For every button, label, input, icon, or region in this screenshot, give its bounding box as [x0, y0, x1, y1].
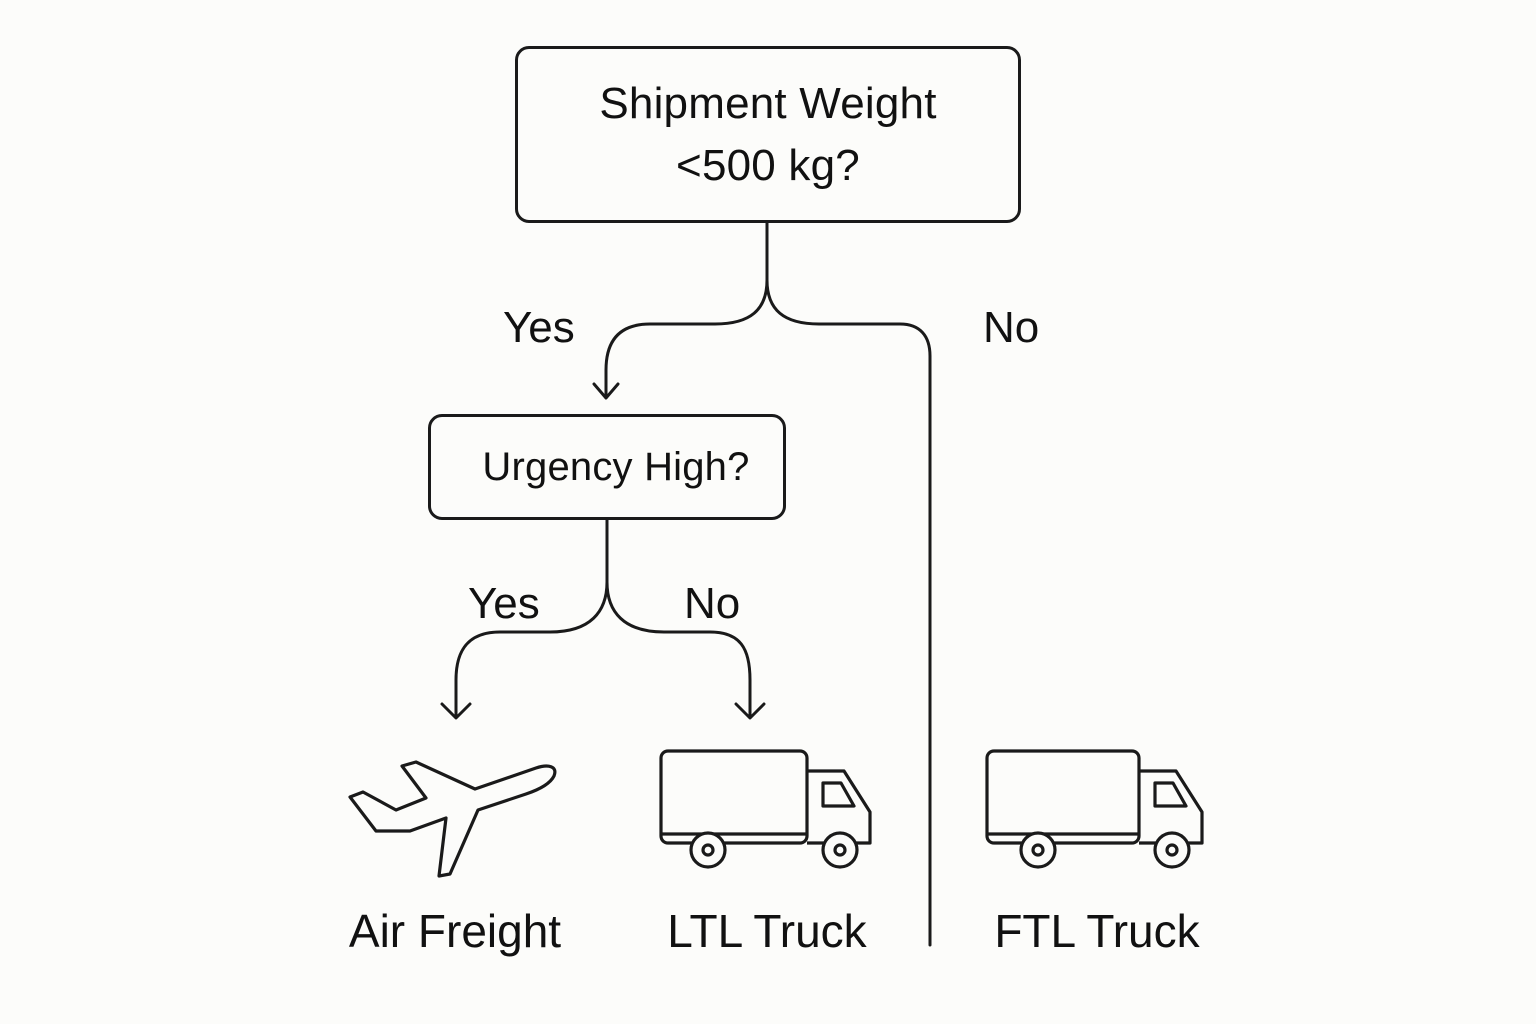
urgency-no-label: No	[684, 579, 741, 628]
shipment-weight-decision-node: Shipment Weight <500 kg?	[515, 46, 1021, 223]
urgency-no-arrowhead	[734, 702, 766, 720]
airplane-icon	[348, 760, 557, 878]
ltl-truck-label: LTL Truck	[667, 905, 867, 957]
ftl-truck-label: FTL Truck	[994, 905, 1200, 957]
ltl-truck-icon	[659, 749, 872, 869]
root-yes-label: Yes	[503, 303, 575, 352]
urgency-decision-node: Urgency High?	[428, 414, 786, 520]
root-yes-branch-line	[604, 278, 769, 398]
urgency-yes-branch-line	[454, 580, 609, 718]
root-no-branch-line	[765, 278, 932, 947]
ftl-truck-icon	[985, 749, 1204, 869]
root-yes-arrowhead	[592, 382, 620, 400]
urgency-yes-label: Yes	[468, 579, 540, 628]
urgency-question: Urgency High?	[482, 444, 750, 489]
shipment-weight-question-line1: Shipment Weight	[599, 78, 937, 128]
shipment-weight-question-line2: <500 kg?	[676, 140, 860, 190]
air-freight-label: Air Freight	[348, 905, 562, 957]
root-no-label: No	[983, 303, 1040, 352]
urgency-no-branch-line	[605, 580, 752, 718]
urgency-yes-arrowhead	[440, 702, 472, 720]
